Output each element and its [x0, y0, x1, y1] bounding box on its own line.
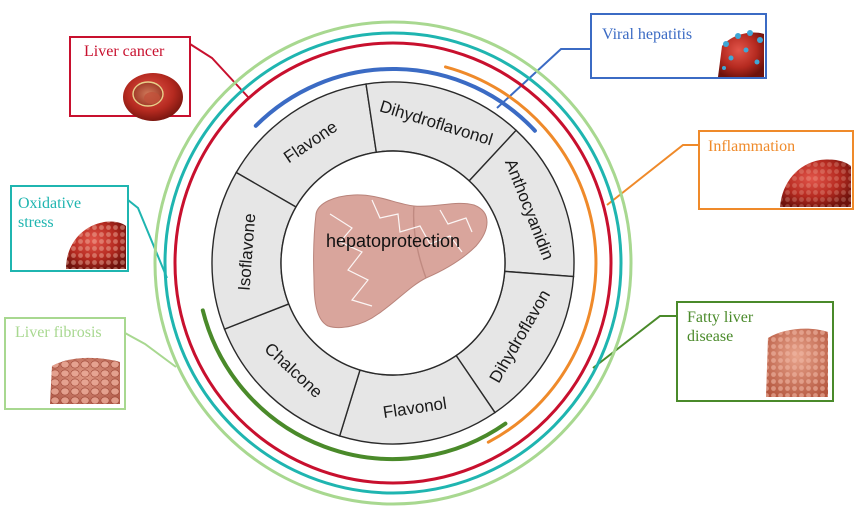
disease-box-liver-fibrosis: Liver fibrosis — [4, 317, 126, 410]
disease-label-fatty-liver: Fatty liver disease — [687, 309, 757, 345]
connector-liver-fibrosis — [124, 332, 177, 368]
center-label: hepatoprotection — [326, 231, 460, 251]
disease-box-liver-cancer: Liver cancer — [69, 36, 191, 121]
oxidative-stress-image — [66, 221, 126, 269]
disease-box-inflammation: Inflammation — [698, 130, 854, 210]
disease-label-oxidative-stress: Oxidative stress — [18, 195, 85, 231]
segment-isoflavone: Isoflavone — [211, 171, 297, 331]
viral-hepatitis-image — [718, 30, 764, 77]
liver-cancer-image — [123, 73, 183, 121]
ring-oxidative-stress — [163, 31, 623, 495]
disease-label-liver-fibrosis: Liver fibrosis — [15, 324, 102, 341]
disease-rings — [153, 20, 633, 506]
fatty-liver-image — [766, 328, 828, 397]
arc-fatty-liver — [200, 308, 508, 461]
connector-oxidative-stress — [127, 199, 168, 279]
inflammation-image — [780, 159, 851, 207]
liver-illustration — [313, 194, 488, 328]
disease-box-viral-hepatitis: Viral hepatitis — [590, 13, 767, 79]
disease-label-liver-cancer: Liver cancer — [84, 43, 165, 60]
liver-fibrosis-image — [50, 357, 120, 404]
disease-box-oxidative-stress: Oxidative stress — [10, 185, 129, 272]
segment-anthocyanidin: Anthocyanidin — [468, 129, 575, 278]
ring-liver-cancer — [173, 41, 613, 485]
segment-dihydroflavonol: Dihydroflavonol — [365, 81, 518, 182]
connector-liver-cancer — [189, 43, 249, 98]
disease-box-fatty-liver: Fatty liver disease — [676, 301, 834, 402]
disease-label-viral-hepatitis: Viral hepatitis — [602, 26, 692, 43]
arc-inflammation — [444, 65, 598, 444]
connector-lines — [124, 43, 699, 369]
segment-flavonol: Flavonol — [338, 354, 496, 445]
connector-viral-hepatitis — [496, 48, 594, 109]
arc-viral-hepatitis — [253, 66, 537, 133]
ring-liver-fibrosis — [153, 20, 633, 506]
disease-label-inflammation: Inflammation — [708, 138, 795, 155]
connector-inflammation — [606, 144, 699, 206]
